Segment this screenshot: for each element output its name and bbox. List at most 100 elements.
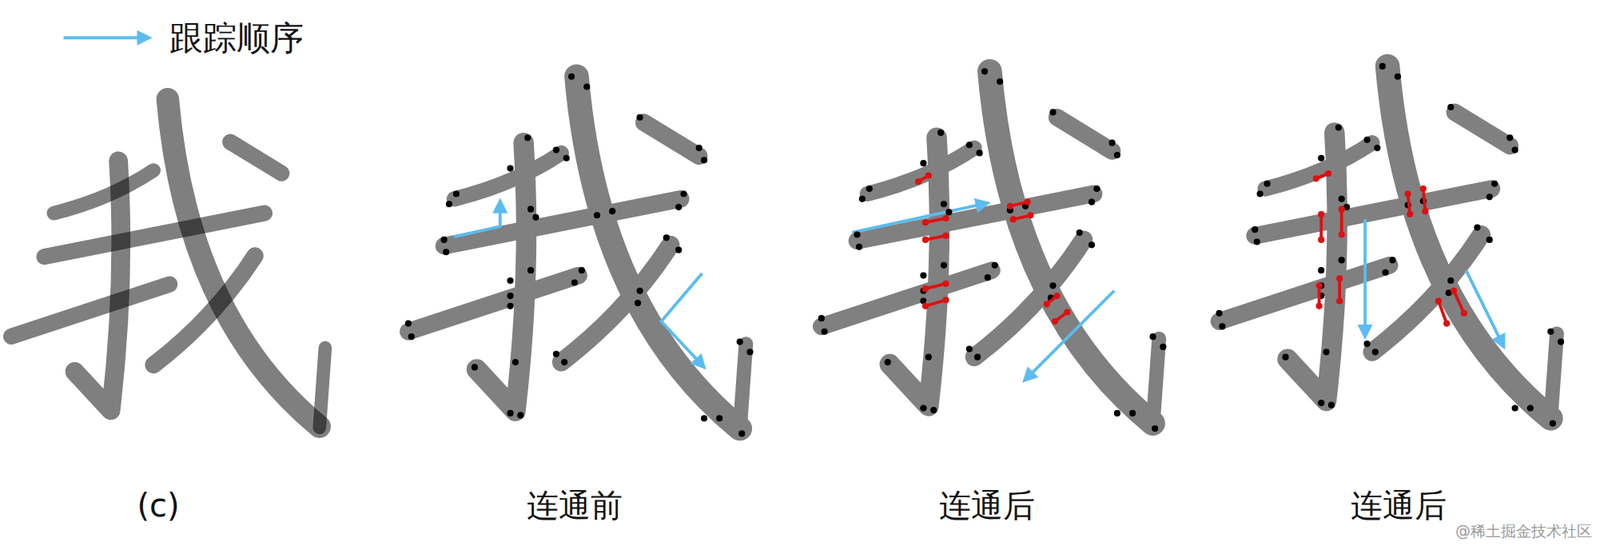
contour-point: [818, 314, 825, 322]
contour-point: [919, 404, 927, 411]
contour-point: [1450, 287, 1457, 295]
contour-point: [663, 234, 670, 241]
contour-point: [866, 185, 873, 192]
contour-point: [945, 208, 952, 215]
contour-point: [930, 406, 937, 414]
contour-point: [922, 218, 929, 226]
contour-point: [1486, 193, 1493, 200]
contour-point: [821, 328, 828, 335]
contour-point: [675, 203, 682, 211]
contour-point: [1420, 185, 1427, 192]
contour-point: [441, 236, 448, 243]
contour-point: [563, 155, 570, 162]
contour-point: [1512, 147, 1519, 154]
contour-point: [925, 354, 932, 361]
contour-point: [405, 319, 412, 327]
contour-point: [855, 243, 863, 251]
contour-point: [1336, 274, 1343, 282]
contour-point: [736, 338, 744, 345]
contour-point: [553, 147, 560, 154]
contour-point: [442, 248, 450, 255]
contour-point: [1281, 354, 1289, 361]
contour-point: [506, 164, 514, 172]
contour-point: [506, 277, 514, 284]
legend-text: 跟踪顺序: [169, 18, 304, 59]
contour-point: [996, 78, 1003, 85]
contour-point: [636, 287, 644, 295]
contour-point: [1394, 73, 1401, 80]
contour-point: [1049, 282, 1056, 289]
contour-point: [527, 206, 534, 213]
contour-point: [1316, 282, 1323, 289]
contour-point: [1151, 425, 1159, 432]
contour-point: [1435, 297, 1442, 304]
contour-point: [1317, 210, 1325, 218]
contour-point: [506, 292, 514, 299]
contour-point: [1421, 207, 1429, 215]
connection-segment: [1319, 214, 1323, 240]
contour-point: [991, 262, 999, 269]
contour-point: [1215, 310, 1222, 317]
contour-point: [966, 141, 973, 148]
contour-point: [471, 363, 478, 371]
glyph-plain: [11, 99, 326, 428]
glyph-before: [408, 76, 746, 430]
contour-point: [1338, 195, 1346, 203]
contour-point: [1364, 340, 1371, 347]
contour-point: [1114, 409, 1121, 417]
contour-point: [1328, 401, 1335, 409]
contour-point: [512, 358, 519, 366]
contour-point: [922, 285, 929, 292]
contour-point: [1338, 256, 1346, 263]
contour-point: [974, 354, 981, 361]
contour-point: [1557, 338, 1565, 345]
contour-point: [1313, 175, 1320, 182]
contour-point: [680, 190, 687, 197]
contour-point: [1373, 144, 1381, 152]
contour-point: [1093, 185, 1100, 192]
contour-point: [966, 345, 973, 352]
contour-point: [408, 333, 415, 340]
contour-point: [1108, 139, 1115, 147]
contour-point: [593, 211, 601, 219]
contour-point: [1317, 236, 1325, 243]
contour-point: [700, 156, 708, 164]
contour-point: [675, 246, 682, 254]
contour-point: [1325, 170, 1332, 177]
contour-point: [1006, 202, 1014, 210]
contour-point: [445, 200, 453, 207]
contour-point: [1460, 310, 1468, 317]
contour-point: [937, 129, 944, 136]
contour-point: [553, 350, 560, 358]
contour-point: [942, 232, 949, 239]
contour-point: [524, 134, 531, 141]
contour-point: [1336, 297, 1343, 304]
contour-point: [1159, 343, 1167, 351]
contour-point: [1010, 215, 1017, 223]
contour-point: [453, 190, 460, 197]
contour-point: [1063, 308, 1071, 315]
contour-point: [738, 429, 745, 437]
connection-segment: [1337, 278, 1342, 301]
contour-point: [634, 299, 641, 307]
contour-point: [1088, 199, 1095, 206]
contour-point: [1149, 333, 1156, 340]
contour-point: [1088, 241, 1095, 248]
contour-point: [1114, 151, 1121, 159]
contour-point: [1129, 409, 1136, 417]
contour-point: [532, 214, 539, 221]
contour-point: [922, 302, 929, 310]
contour-point: [1547, 328, 1554, 335]
contour-points: [405, 63, 1565, 438]
contour-point: [1486, 236, 1493, 243]
contour-point: [1379, 63, 1386, 70]
contour-point: [919, 272, 927, 279]
contour-point: [1335, 123, 1342, 131]
contour-point: [578, 266, 586, 274]
contour-point: [1051, 318, 1059, 325]
contour-point: [925, 171, 932, 179]
contour-point: [1263, 180, 1270, 188]
contour-point: [859, 195, 866, 203]
contour-point: [1389, 256, 1396, 263]
contour-point: [942, 296, 949, 303]
